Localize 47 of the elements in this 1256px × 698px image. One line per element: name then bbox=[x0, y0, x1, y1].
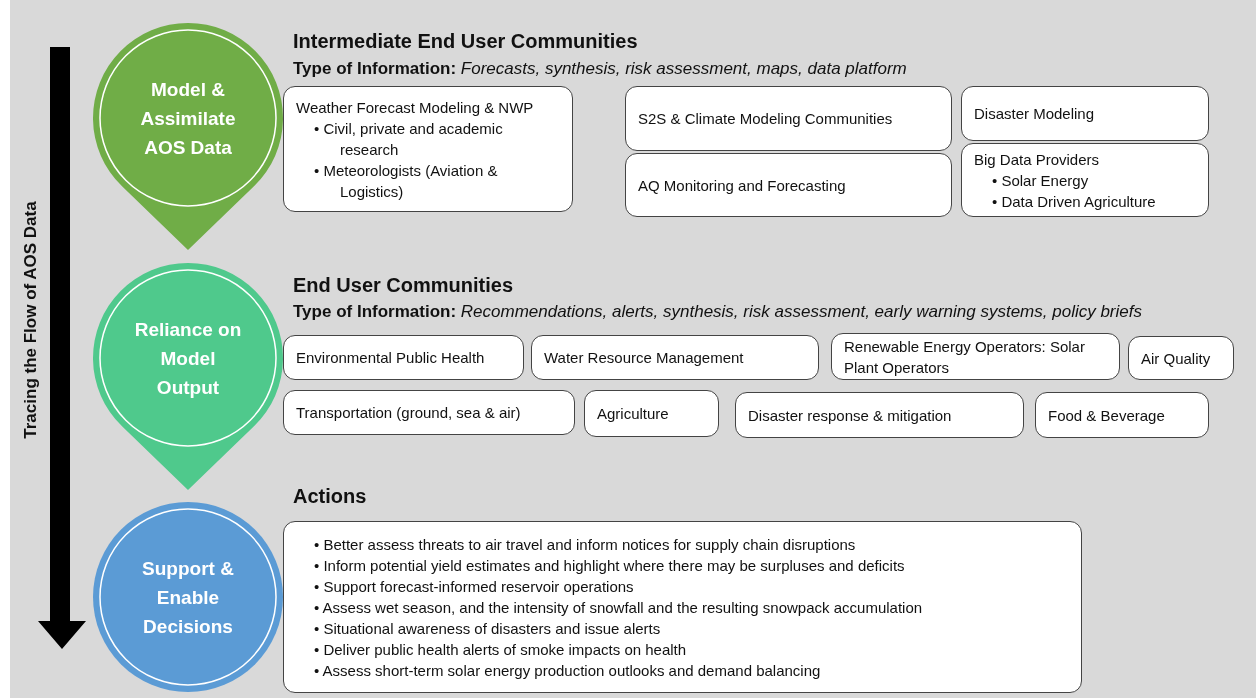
info-type-line: Type of Information: Forecasts, synthesis, risk assessment, maps, data platform bbox=[293, 59, 907, 79]
vertical-label: Tracing the Flow of AOS Data bbox=[20, 201, 41, 439]
bullet-item: • Solar Energy bbox=[992, 170, 1090, 191]
node-label: Reliance on Model Output bbox=[133, 317, 243, 400]
rounded-card bbox=[1128, 336, 1234, 380]
bullet-item: • Assess wet season, and the intensity of snowfall and the resulting snowpack accumulation bbox=[314, 597, 924, 618]
bullet-item: • Support forecast-informed reservoir operations bbox=[314, 576, 635, 597]
rounded-card bbox=[584, 390, 719, 437]
bullet-item: • Better assess threats to air travel and inform notices for supply chain disruptions bbox=[314, 534, 857, 555]
bullet-item: • Situational awareness of disasters and issue alerts bbox=[314, 618, 662, 639]
bullet-item: • Inform potential yield estimates and highlight where there may be surpluses and deficits bbox=[314, 555, 906, 576]
info-type-line: Type of Information: Recommendations, alerts, synthesis, risk assessment, early warning systems, policy briefs bbox=[293, 302, 1142, 322]
bullet-item: • Data Driven Agriculture bbox=[992, 191, 1157, 212]
rounded-card bbox=[1035, 392, 1209, 438]
card-text: Transportation (ground, sea & air) bbox=[296, 403, 522, 423]
card-text: Disaster response & mitigation bbox=[748, 405, 953, 426]
bullet-item: • Assess short-term solar energy production outlooks and demand balancing bbox=[314, 660, 822, 681]
rounded-card bbox=[735, 392, 1024, 438]
card-text: Renewable Energy Operators: Solar Plant Operators bbox=[844, 336, 1086, 378]
rounded-card bbox=[961, 86, 1209, 141]
list-heading: Weather Forecast Modeling & NWP bbox=[296, 97, 535, 118]
rounded-card bbox=[831, 333, 1120, 380]
bullet-item: • Civil, private and academic research bbox=[314, 118, 504, 160]
card-text: Agriculture bbox=[597, 404, 670, 424]
list-heading: Big Data Providers bbox=[974, 149, 1101, 170]
card-text: S2S & Climate Modeling Communities bbox=[638, 109, 894, 129]
rounded-card bbox=[961, 143, 1209, 217]
section-heading: Actions bbox=[293, 485, 367, 508]
bullet-item: • Meteorologists (Aviation & Logistics) bbox=[314, 160, 499, 202]
card-text: AQ Monitoring and Forecasting bbox=[638, 175, 847, 196]
bullet-item: • Deliver public health alerts of smoke impacts on health bbox=[314, 639, 688, 660]
rounded-card bbox=[283, 390, 575, 435]
rounded-card bbox=[283, 86, 573, 212]
card-text: Air Quality bbox=[1141, 348, 1212, 369]
node-label: Support & Enable Decisions bbox=[141, 556, 235, 639]
rounded-card bbox=[531, 335, 819, 380]
section-heading: End User Communities bbox=[293, 274, 514, 297]
rounded-card bbox=[283, 335, 524, 380]
rounded-card bbox=[625, 153, 952, 217]
card-text: Food & Beverage bbox=[1048, 405, 1166, 426]
rounded-card bbox=[625, 86, 952, 151]
card-text: Disaster Modeling bbox=[974, 104, 1096, 124]
rounded-card bbox=[283, 521, 1082, 693]
card-text: Environmental Public Health bbox=[296, 348, 486, 368]
section-heading: Intermediate End User Communities bbox=[293, 30, 638, 53]
card-text: Water Resource Management bbox=[544, 348, 745, 368]
node-label: Model & Assimilate AOS Data bbox=[139, 77, 237, 160]
